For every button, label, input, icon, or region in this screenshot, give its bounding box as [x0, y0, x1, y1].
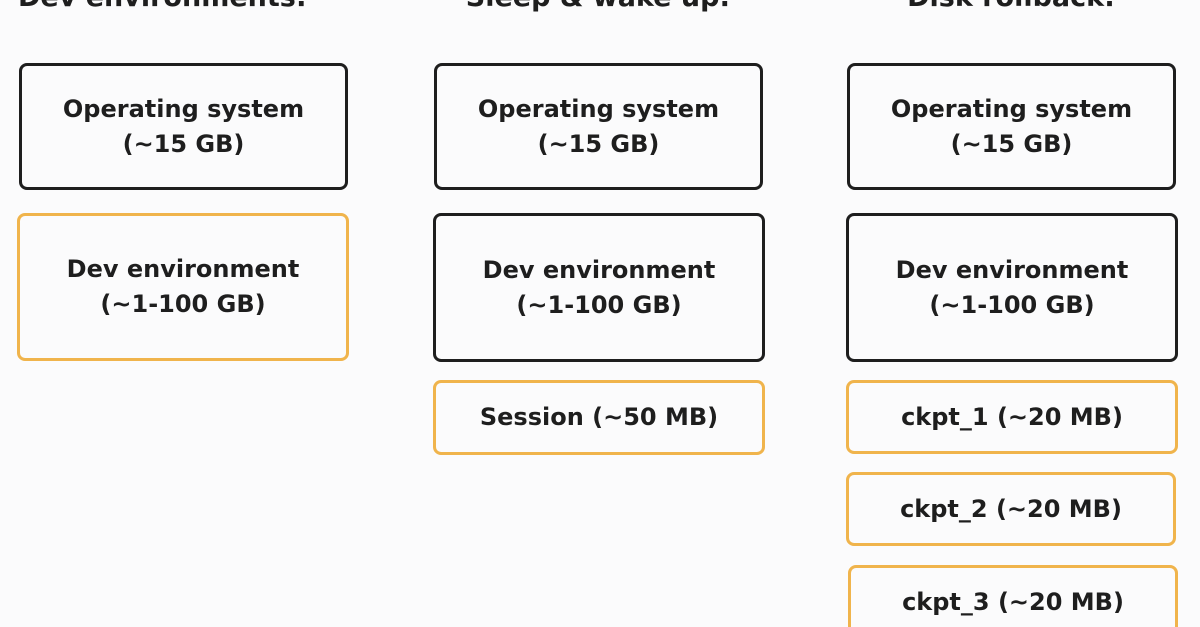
box-session: Session (~50 MB): [433, 380, 765, 455]
box-label-line2: (~1-100 GB): [516, 290, 682, 319]
box-label-line2: (~1-100 GB): [929, 290, 1095, 319]
box-checkpoint-2: ckpt_2 (~20 MB): [846, 472, 1176, 546]
column-title-disk-rollback: Disk rollback:: [846, 0, 1176, 13]
box-operating-system: Operating system (~15 GB): [19, 63, 348, 190]
box-label-line2: (~1-100 GB): [100, 290, 266, 318]
box-operating-system: Operating system (~15 GB): [434, 63, 763, 190]
box-label-line1: ckpt_2 (~20 MB): [900, 494, 1122, 523]
box-label-line1: Operating system: [62, 94, 305, 123]
box-label-line1: Dev environment: [482, 255, 716, 284]
box-label-line1: ckpt_1 (~20 MB): [901, 402, 1123, 431]
box-label-line1: Dev environment: [66, 255, 300, 283]
box-dev-environment: Dev environment (~1-100 GB): [17, 213, 349, 361]
box-label-line2: (~15 GB): [122, 129, 245, 158]
box-label-line1: Session (~50 MB): [479, 403, 719, 431]
box-label-line2: (~15 GB): [950, 129, 1073, 158]
box-label-line1: ckpt_3 (~20 MB): [902, 588, 1124, 616]
box-label-line1: Operating system: [890, 94, 1133, 123]
box-label-line1: Operating system: [477, 94, 720, 123]
column-title-dev-environments: Dev environments:: [18, 0, 308, 13]
box-dev-environment: Dev environment (~1-100 GB): [846, 213, 1178, 362]
box-checkpoint-3: ckpt_3 (~20 MB): [848, 565, 1178, 627]
box-label-line2: (~15 GB): [537, 129, 660, 158]
box-label-line1: Dev environment: [895, 255, 1129, 284]
box-dev-environment: Dev environment (~1-100 GB): [433, 213, 765, 362]
box-operating-system: Operating system (~15 GB): [847, 63, 1176, 190]
column-title-sleep-wake-up: Sleep & wake up:: [433, 0, 763, 13]
box-checkpoint-1: ckpt_1 (~20 MB): [846, 380, 1178, 454]
